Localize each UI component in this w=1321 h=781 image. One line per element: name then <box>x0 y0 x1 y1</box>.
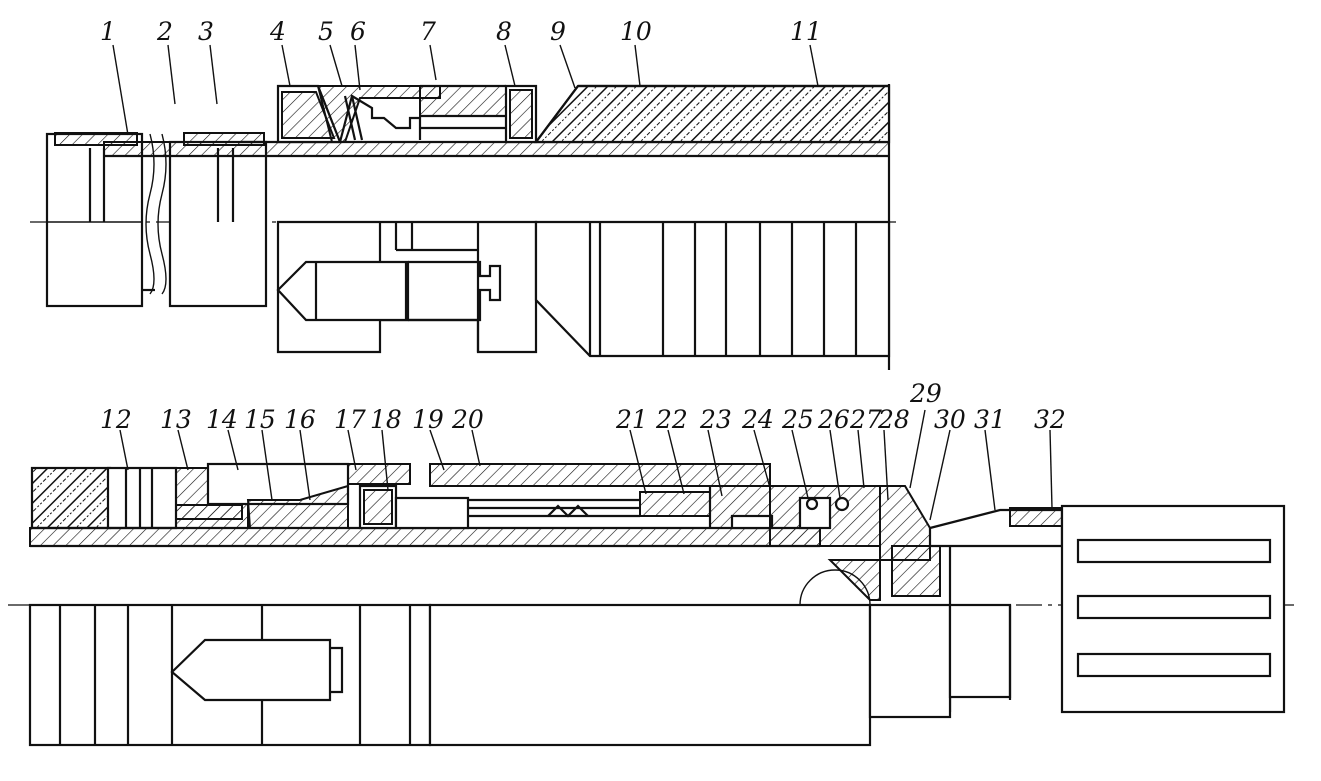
upper-outside-view <box>47 220 891 358</box>
upper-view: 1 2 3 4 5 6 7 8 9 10 11 <box>30 17 900 370</box>
part-3-coupling <box>168 132 268 308</box>
label-20: 20 <box>451 405 484 434</box>
part-1-coupling <box>45 132 167 308</box>
part-14-18-slip-assembly <box>175 462 411 530</box>
upper-leader-lines <box>112 44 819 136</box>
label-10: 10 <box>620 17 652 46</box>
label-25: 25 <box>781 405 814 434</box>
label-30: 30 <box>934 405 966 434</box>
label-7: 7 <box>420 17 436 46</box>
label-4: 4 <box>269 17 286 46</box>
label-32: 32 <box>1034 405 1066 434</box>
lower-labels: 12 13 14 15 16 17 18 19 20 21 22 23 24 2… <box>100 379 1066 434</box>
lower-view: 12 13 14 15 16 17 18 19 20 21 22 23 24 2… <box>8 379 1300 747</box>
label-18: 18 <box>370 405 402 434</box>
label-31: 31 <box>974 405 1006 434</box>
label-11: 11 <box>790 17 822 46</box>
part-8-ring <box>504 84 538 144</box>
label-17: 17 <box>334 405 366 434</box>
label-13: 13 <box>160 405 192 434</box>
label-24: 24 <box>741 405 774 434</box>
label-21: 21 <box>615 405 648 434</box>
label-22: 22 <box>655 405 688 434</box>
lower-mandrel <box>29 526 821 548</box>
label-28: 28 <box>877 405 910 434</box>
lower-leader-lines <box>119 409 1053 521</box>
label-29: 29 <box>909 379 942 408</box>
label-2: 2 <box>156 17 173 46</box>
label-1: 1 <box>100 17 116 46</box>
label-26: 26 <box>817 405 850 434</box>
part-21-28-valve <box>709 485 941 641</box>
label-27: 27 <box>849 405 882 434</box>
label-5: 5 <box>318 17 334 46</box>
label-3: 3 <box>198 17 214 46</box>
label-9: 9 <box>550 17 566 46</box>
label-14: 14 <box>206 405 238 434</box>
label-16: 16 <box>284 405 316 434</box>
lower-outside-view <box>28 603 1012 747</box>
label-15: 15 <box>244 405 276 434</box>
label-19: 19 <box>412 405 444 434</box>
label-23: 23 <box>699 405 732 434</box>
label-8: 8 <box>496 17 512 46</box>
part-9-11-packer-elements <box>533 84 891 144</box>
label-6: 6 <box>350 17 366 46</box>
part-7-sleeve <box>419 84 507 130</box>
part-4-cone <box>276 84 342 144</box>
part-19-20-sleeve <box>394 463 771 530</box>
upper-labels: 1 2 3 4 5 6 7 8 9 10 11 <box>100 17 822 46</box>
label-12: 12 <box>100 405 132 434</box>
part-30-32-tail <box>928 504 1286 714</box>
